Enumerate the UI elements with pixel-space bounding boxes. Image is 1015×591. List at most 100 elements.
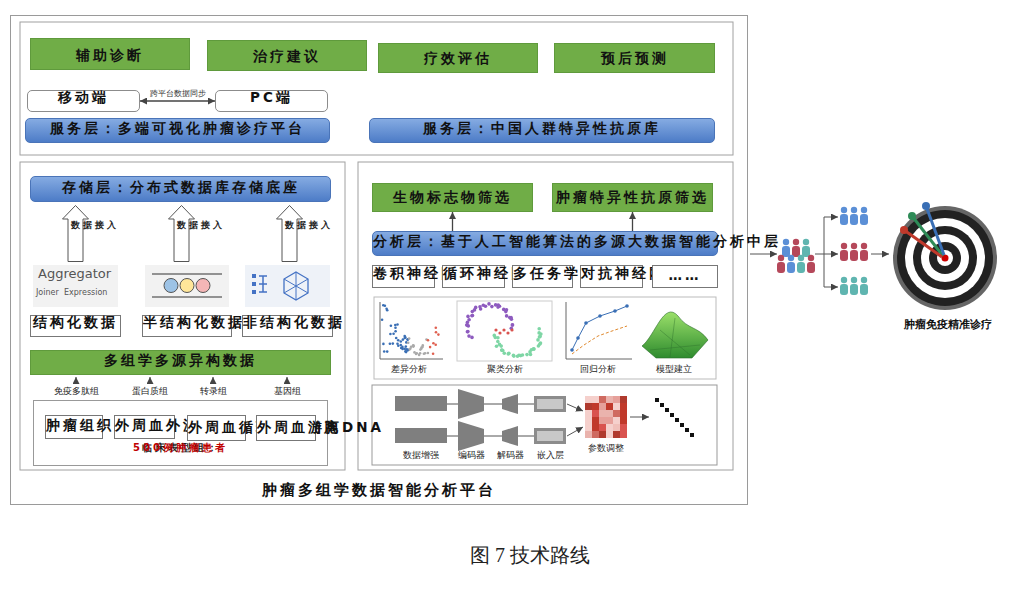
method-box: 卷积神经网络	[372, 265, 435, 288]
scatter-dot	[392, 342, 395, 345]
heatmap-cell	[606, 431, 613, 438]
plot-axes	[380, 302, 443, 359]
person-icon	[777, 262, 785, 273]
decoder-shape	[502, 394, 518, 414]
heatmap-cell	[606, 417, 613, 424]
node-text: ……	[653, 267, 717, 283]
scatter-dot	[422, 344, 425, 347]
node-text: 半结构化数据	[143, 314, 231, 332]
flow-arrow	[824, 254, 838, 255]
icon-line	[152, 274, 222, 275]
scatter-dot	[435, 331, 438, 334]
cluster-dot	[484, 304, 488, 308]
cluster-dot	[495, 345, 499, 349]
scatter-dot	[394, 327, 397, 330]
diagonal-mark	[655, 398, 659, 402]
cluster-dot	[516, 354, 520, 358]
layer-band: 分析层：基于人工智能算法的多源大数据智能分析中层	[372, 231, 718, 256]
target	[913, 226, 977, 290]
annotation-label: 基因组	[274, 386, 301, 397]
encoder-shape	[458, 389, 484, 419]
cluster-dot	[500, 348, 504, 352]
node-text: 500例肿瘤患者	[34, 441, 327, 455]
scatter-dot	[400, 340, 403, 343]
scatter-dot	[437, 333, 440, 336]
cluster-dot	[498, 331, 501, 334]
person-icon	[783, 239, 789, 245]
person-icon	[840, 250, 848, 261]
annotation-label: 嵌入层	[537, 450, 564, 461]
annotation-label: 差异分析	[391, 364, 427, 375]
dart-flight	[922, 202, 930, 210]
cluster-dot	[487, 302, 491, 306]
method-box: 多任务学习	[512, 265, 573, 288]
cluster-dot	[470, 314, 474, 318]
heatmap-cell	[592, 424, 599, 431]
scatter-dot	[397, 339, 400, 342]
person-icon	[850, 250, 858, 261]
process-box: 治疗建议	[207, 40, 367, 71]
annotation-label: 解码器	[497, 450, 524, 461]
node-text: 卷积神经网络	[373, 265, 434, 283]
person-icon	[841, 277, 847, 283]
block-arrow: 数据接入	[62, 205, 89, 262]
icon-line	[152, 297, 222, 298]
data-box: 非结构化数据	[242, 315, 333, 337]
chart-frame	[374, 297, 716, 379]
heatmap-cell	[592, 417, 599, 424]
cluster-dot	[537, 344, 541, 348]
person-icon	[840, 284, 848, 295]
heatmap-cell	[613, 410, 620, 417]
cluster-dot	[478, 305, 482, 309]
icon-circle	[180, 279, 194, 293]
omics-arrow	[213, 377, 214, 384]
node-text: 治疗建议	[208, 48, 366, 66]
cluster-dot	[474, 306, 478, 310]
encoder-shape	[458, 421, 484, 451]
diagonal-mark	[675, 418, 679, 422]
target	[893, 206, 997, 310]
annotation-label: 数据增强	[403, 450, 439, 461]
heatmap-cell	[599, 410, 606, 417]
scatter-dot	[396, 323, 399, 326]
regression-point	[613, 309, 617, 313]
person-icon	[840, 214, 848, 225]
plot-frame	[457, 301, 552, 361]
node-text: 生物标志物筛选	[373, 189, 532, 207]
heatmap-cell	[620, 431, 627, 438]
heatmap-cell	[585, 396, 592, 403]
process-box: 生物标志物筛选	[372, 183, 533, 212]
process-box: 预后预测	[554, 43, 715, 73]
node-text: 对抗神经网络	[581, 265, 642, 283]
block-arrow: 数据接入	[168, 205, 195, 262]
target	[929, 242, 961, 274]
scatter-dot	[394, 324, 397, 327]
scatter-dot	[427, 339, 430, 342]
sample-box: 外周血循环肿瘤细胞	[187, 415, 246, 441]
scatter-dot	[389, 342, 392, 345]
scatter-dot	[390, 325, 393, 328]
scatter-dot	[403, 348, 406, 351]
annotation-label: 免疫多肽组	[54, 386, 99, 397]
cluster-dot	[525, 353, 529, 357]
diagonal-mark	[685, 428, 689, 432]
analysis-panel	[358, 162, 733, 470]
icon-tile	[33, 265, 118, 307]
flow-arrow	[824, 287, 838, 288]
person-icon	[782, 246, 790, 257]
augment-block	[395, 396, 447, 411]
cluster-dot	[496, 340, 500, 344]
heatmap-cell	[585, 410, 592, 417]
node-text: 肿瘤多组学数据智能分析平台	[11, 481, 747, 500]
heatmap-cell	[620, 410, 627, 417]
person-icon	[841, 207, 847, 213]
cluster-dot	[502, 328, 505, 331]
heatmap-cell	[585, 431, 592, 438]
heatmap-cell	[585, 417, 592, 424]
block-arrow-shape	[276, 205, 303, 262]
block-arrow-outline	[169, 206, 195, 262]
heatmap-cell	[620, 417, 627, 424]
architecture-frame	[372, 385, 717, 465]
person-icon	[841, 243, 847, 249]
doc-icon	[252, 274, 256, 278]
